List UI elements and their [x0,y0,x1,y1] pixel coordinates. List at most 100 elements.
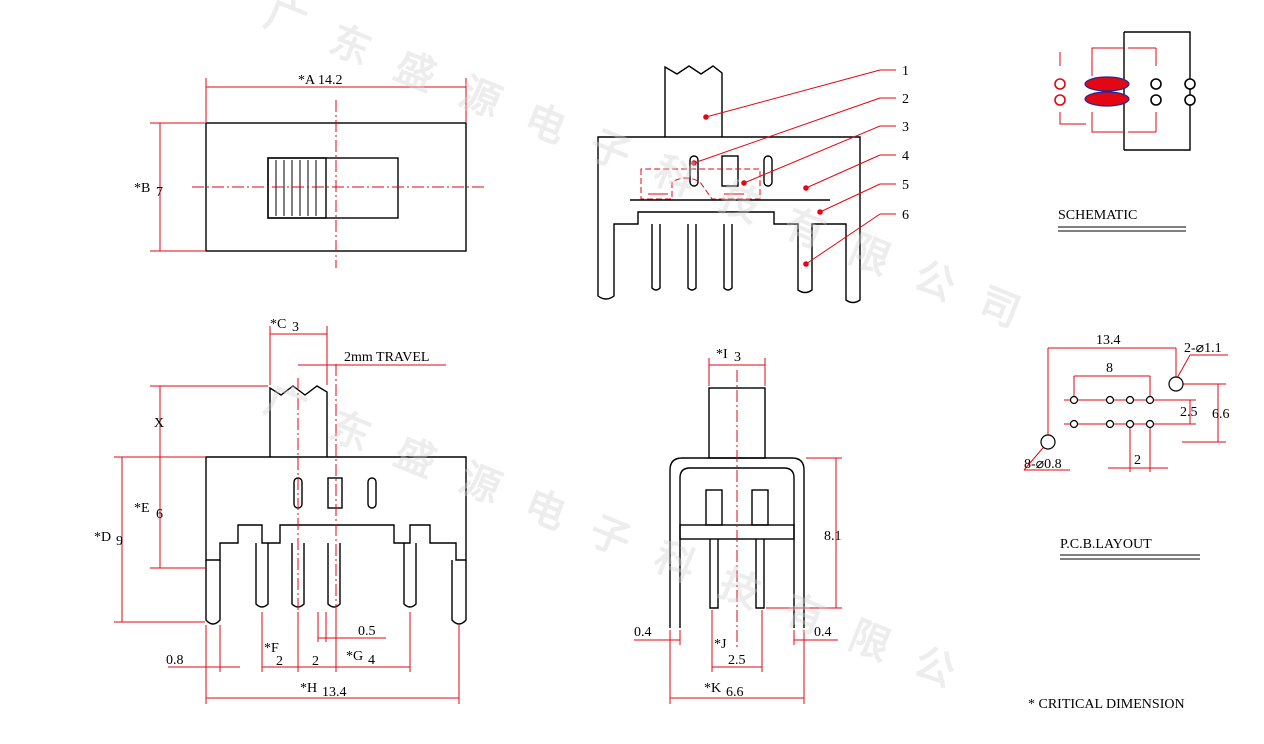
actuator-grip-lines [275,160,317,216]
svg-text:盛: 盛 [388,43,442,101]
dim-08: 0.8 [166,653,184,668]
schematic-title: SCHEMATIC [1058,208,1137,223]
dim-a-value: 14.2 [318,73,343,88]
dim-2: 2 [312,654,319,669]
side-view-slot-3 [367,477,377,509]
schematic-frame [1124,31,1191,151]
front-view: *I 3 8.1 0.4 0.4 *J 2.5 *K 6.6 [634,347,842,704]
schematic-wire [1059,52,1124,133]
callout-3: 3 [902,120,909,135]
dim-d-label: *D [94,530,111,545]
dim-81: 8.1 [824,529,842,544]
top-view: *A 14.2 *B 7 [134,73,486,268]
side-view-slot-2 [327,477,343,509]
callout-dot [803,185,809,191]
svg-text:限: 限 [842,227,896,285]
svg-text:公: 公 [907,639,961,697]
svg-text:电: 电 [518,482,572,540]
schematic-contact-upper [1084,76,1130,92]
pcb-dim-25: 2.5 [1180,405,1198,420]
dim-f-value: 2 [276,654,283,669]
callout-dot [817,209,823,215]
top-view-actuator [267,157,327,219]
svg-text:东: 东 [323,403,377,461]
svg-text:技: 技 [713,560,767,618]
bottom-dim-extensions [168,612,460,704]
callout-6: 6 [902,208,909,223]
x-label: X [154,416,164,431]
dim-04-left: 0.4 [634,625,652,640]
schematic-wire [1128,47,1157,133]
dim-j-value: 2.5 [728,653,746,668]
dim-d-line [114,456,205,623]
svg-text:源: 源 [453,455,507,513]
dim-c-value: 3 [292,320,299,335]
svg-text:科: 科 [648,534,702,592]
middle-view-pins [651,224,733,291]
svg-text:源: 源 [453,69,507,127]
pcb-hole-small: 8-⌀0.8 [1024,457,1062,472]
dim-81-line [766,457,842,609]
svg-text:技: 技 [713,174,767,232]
svg-text:电: 电 [518,96,572,154]
travel-label: 2mm TRAVEL [344,350,429,365]
middle-view-contact-outline [640,168,761,200]
schematic-terminals-right [1150,78,1196,106]
side-view-body [205,456,467,561]
dim-05: 0.5 [358,624,376,639]
schematic-terminals-left [1054,78,1066,106]
dim-e-label: *E [134,501,150,516]
pcb-mount-hole-2 [1040,434,1056,450]
dim-d-value: 9 [116,534,123,549]
middle-view-slot-2 [721,155,739,187]
dim-k-value: 6.6 [726,685,744,700]
callout-leaders [693,69,896,265]
side-view-knob [269,385,328,457]
schematic-wire [1091,47,1124,76]
dim-h-value: 13.4 [322,685,347,700]
dim-g-value: 4 [368,653,375,668]
dim-c-label: *C [270,317,286,332]
svg-text:东: 东 [323,17,377,75]
svg-text:司: 司 [972,279,1026,337]
watermark: 广东 盛源 电子 科技 有限 公司 广东 盛源 电子 科技 有限 公 [258,0,1026,696]
callout-dot [691,160,697,166]
svg-text:盛: 盛 [388,429,442,487]
dim-b-line [150,122,205,252]
svg-text:子: 子 [583,508,637,566]
dim-j-label: *J [714,637,727,652]
pcb-title: P.C.B.LAYOUT [1060,537,1152,552]
svg-text:有: 有 [777,200,831,258]
dim-k-label: *K [704,681,721,696]
svg-text:广: 广 [258,377,312,435]
schematic-contact-lower [1084,91,1130,107]
pcb-layout: 13.4 8 2-⌀1.1 2.5 6.6 8-⌀0.8 2 P.C.B.LAY… [1023,333,1230,560]
dim-f-label: *F [264,641,279,656]
dim-a-line [205,78,467,122]
dim-04-right: 0.4 [814,625,832,640]
pcb-dim-66: 6.6 [1212,407,1230,422]
dim-g-label: *G [346,649,363,664]
front-view-contacts [705,489,769,526]
callout-2: 2 [902,92,909,107]
front-bottom-dims [634,610,838,704]
dim-i-value: 3 [734,350,741,365]
callout-dot [741,180,747,186]
svg-text:限: 限 [842,613,896,671]
critical-dimension-note: * CRITICAL DIMENSION [1028,697,1185,712]
dim-b-value: 7 [156,185,163,200]
pcb-dim-134: 13.4 [1096,333,1121,348]
dim-i-line [708,358,766,386]
dim-h-label: *H [300,681,317,696]
front-view-frame-inner [679,467,795,628]
top-view-actuator-slot [267,157,399,219]
front-view-pins [709,539,765,609]
svg-text:公: 公 [907,253,961,311]
callout-4: 4 [902,149,909,164]
callout-1: 1 [902,64,909,79]
middle-view-slot-1 [689,155,699,187]
middle-view-body [597,136,861,304]
pcb-dim-2: 2 [1134,453,1141,468]
middle-view: 1 2 3 4 5 6 [597,64,909,304]
